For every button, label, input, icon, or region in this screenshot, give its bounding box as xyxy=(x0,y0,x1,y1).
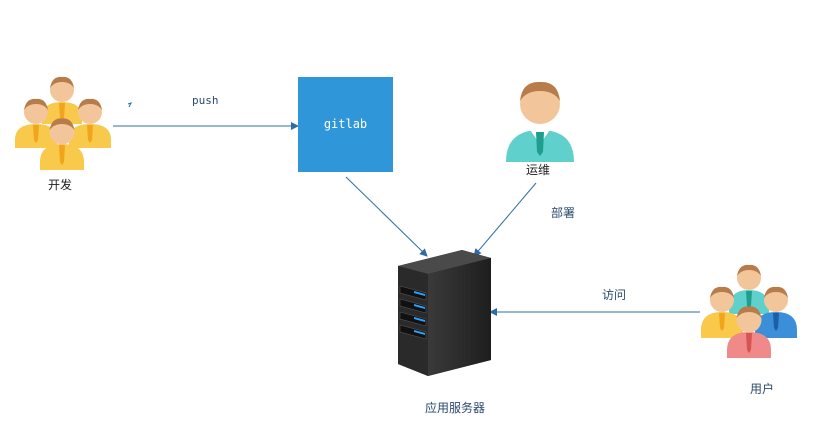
users-people-icon xyxy=(701,264,797,358)
gitlab-node: gitlab xyxy=(298,77,393,172)
deploy-arrow xyxy=(473,182,537,257)
server-label: 应用服务器 xyxy=(425,401,486,415)
ops-label: 运维 xyxy=(526,163,551,177)
dev-people-icon xyxy=(15,76,111,170)
deploy-label: 部署 xyxy=(551,206,576,220)
server-icon xyxy=(398,250,491,376)
access-label: 访问 xyxy=(602,288,627,302)
push-label: push xyxy=(192,94,219,107)
users-label: 用户 xyxy=(750,382,775,396)
stray-mark xyxy=(127,102,132,108)
dev-label: 开发 xyxy=(48,178,73,192)
gitlab-to-server-arrow xyxy=(345,176,428,257)
ops-person-icon xyxy=(506,81,574,162)
gitlab-label: gitlab xyxy=(323,116,368,131)
